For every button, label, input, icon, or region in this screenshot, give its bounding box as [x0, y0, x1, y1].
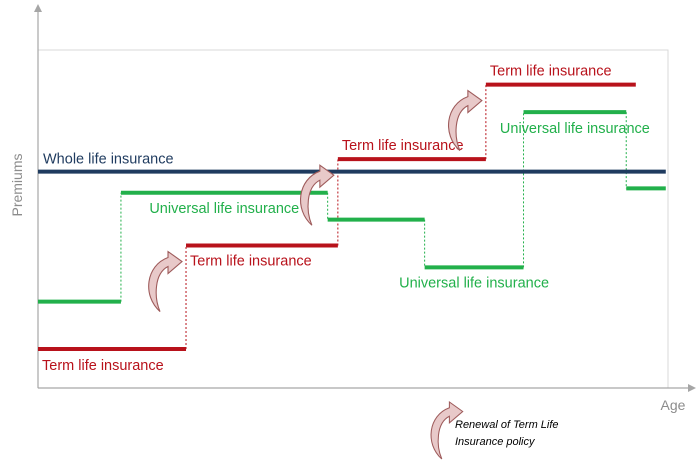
label-universal-life-insurance-3: Universal life insurance — [399, 275, 549, 291]
legend-arrow-glyph-shape — [430, 400, 464, 460]
legend-arrow-glyph — [430, 400, 464, 460]
chart-marks — [38, 82, 666, 352]
label-whole-life-insurance-0: Whole life insurance — [43, 152, 174, 168]
x-axis-title: Age — [661, 397, 686, 413]
label-term-life-insurance-2: Term life insurance — [342, 138, 464, 154]
y-axis-title: Premiums — [9, 153, 25, 216]
renewal-arrow-icon-1 — [299, 164, 335, 226]
renewal-arrow-icon-1-shape — [299, 164, 335, 226]
label-term-life-insurance-3: Term life insurance — [490, 64, 612, 80]
renewal-arrows — [148, 89, 483, 312]
legend: Renewal of Term Life Insurance policy — [430, 400, 559, 460]
label-universal-life-insurance-1: Universal life insurance — [149, 201, 299, 217]
label-universal-life-insurance-4: Universal life insurance — [500, 121, 650, 137]
renewal-arrow-icon-0-shape — [148, 250, 183, 312]
curved-renewal-arrow-icon — [430, 400, 464, 460]
renewal-arrow-icon-2-shape — [448, 89, 483, 152]
label-term-life-insurance-0: Term life insurance — [42, 358, 164, 374]
legend-line-2: Insurance policy — [455, 436, 536, 448]
renewal-arrow-icon-2 — [448, 89, 483, 152]
renewal-arrow-icon-0 — [148, 250, 183, 312]
label-term-life-insurance-1: Term life insurance — [190, 254, 312, 270]
legend-line-1: Renewal of Term Life — [455, 419, 559, 431]
